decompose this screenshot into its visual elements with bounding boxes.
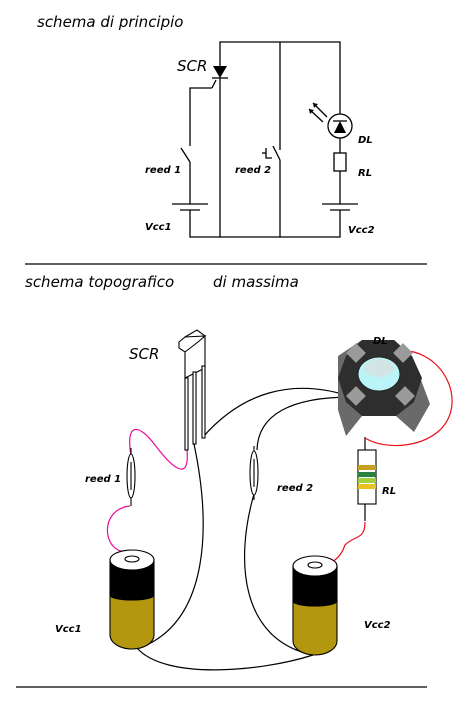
dl-arrowhead-1	[313, 103, 318, 108]
wire-vcc1-to-vcc2	[136, 647, 314, 671]
wire-reed2-to-vcc2	[244, 493, 314, 656]
reed2-bracket	[265, 148, 272, 159]
wire-scr-to-vcc1	[139, 443, 204, 649]
scr-diode-symbol	[213, 66, 227, 78]
rl-band-4	[358, 484, 376, 489]
reed2-component	[249, 446, 259, 500]
scr-leg-3	[201, 365, 206, 439]
scr-gate-lead	[211, 79, 217, 89]
topographic-title-suffix: di massima	[213, 273, 299, 291]
vcc2-body	[292, 600, 338, 656]
led-pad-2	[393, 343, 413, 363]
scr-tab	[178, 335, 207, 353]
scr-gate-wire	[189, 87, 212, 146]
wire-reed1-to-vcc1	[106, 505, 132, 552]
led-pad-1	[346, 343, 366, 363]
vcc1-terminal	[124, 555, 140, 563]
scr-leg-2	[192, 371, 197, 445]
topographic-vcc2-label: Vcc2	[364, 620, 391, 631]
led-lens-highlight	[364, 359, 394, 377]
dl-arrowhead-2	[309, 109, 314, 114]
schematic-scr-label: SCR	[177, 57, 207, 75]
scr-leg-1	[184, 377, 189, 451]
wire-scr-to-led	[202, 387, 356, 438]
topographic-black-wires	[136, 387, 366, 671]
vcc2-wrap	[292, 565, 338, 607]
wire-led-to-rl-red	[364, 350, 453, 447]
led-pad-3	[346, 386, 366, 406]
vcc1-battery	[109, 549, 155, 650]
schematic-rl-label: RL	[358, 168, 372, 179]
wire-reed1-to-scr-gate	[129, 428, 188, 470]
dl-led-triangle	[334, 121, 346, 133]
topographic-reed1-label: reed 1	[85, 474, 121, 485]
rl-component	[357, 449, 377, 505]
vcc2-battery	[292, 555, 338, 656]
schematic-vcc1-label: Vcc1	[145, 222, 172, 233]
led-pad-4	[395, 386, 415, 406]
topographic-reed2-label: reed 2	[277, 483, 313, 494]
schematic-dl-label: DL	[358, 135, 373, 146]
vcc2-terminal	[307, 561, 323, 569]
topographic-title: schema topografico	[25, 273, 174, 291]
topographic-vcc1-label: Vcc1	[55, 624, 82, 635]
bottom-frame-wire	[189, 210, 341, 238]
schematic-reed2-label: reed 2	[235, 165, 271, 176]
topographic-rl-label: RL	[382, 486, 396, 497]
schematic-vcc2-label: Vcc2	[348, 225, 375, 236]
rl-band-2	[358, 472, 376, 477]
topographic-dl-label: DL	[373, 336, 388, 347]
rl-resistor-symbol	[333, 152, 347, 172]
reed2-contact	[272, 145, 281, 161]
wire-reed2-to-led	[256, 396, 353, 451]
vcc1-wrap	[109, 559, 155, 601]
reed1-component	[126, 448, 136, 506]
schematic-title: schema di principio	[37, 13, 183, 31]
rl-band-3	[358, 478, 376, 483]
reed1-contact	[180, 147, 191, 163]
rl-band-1	[358, 465, 376, 470]
schematic-reed1-label: reed 1	[145, 165, 181, 176]
topographic-magenta-wires	[106, 428, 188, 552]
schematic-circuit	[172, 41, 358, 238]
vcc1-body	[109, 594, 155, 650]
topographic-scr-label: SCR	[129, 345, 159, 363]
scr-component	[178, 329, 207, 451]
led-component	[338, 340, 430, 436]
